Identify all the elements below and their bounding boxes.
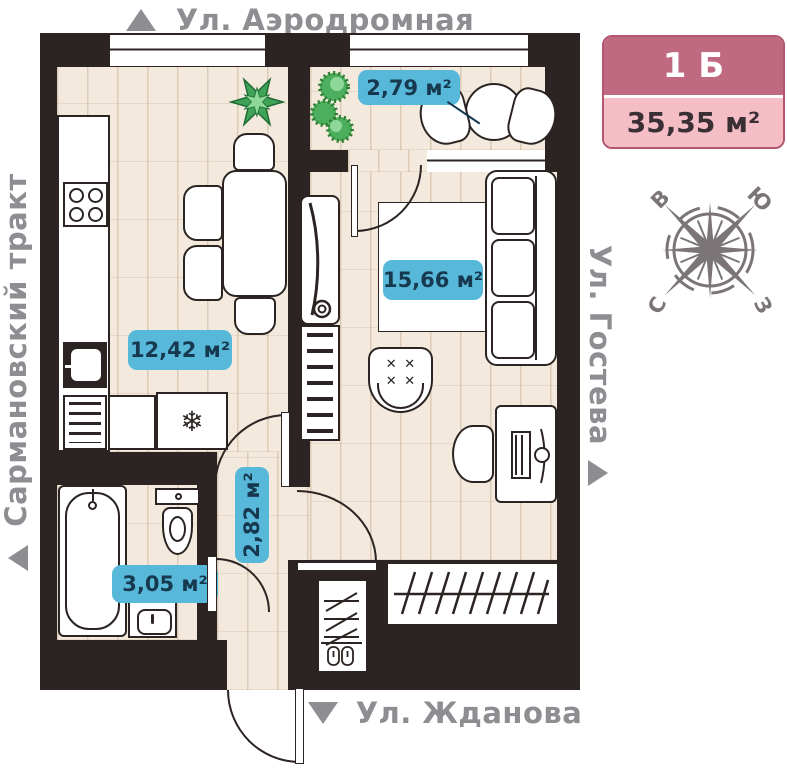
wardrobe xyxy=(300,195,340,325)
compass-west-label: З xyxy=(749,293,775,318)
bathtub xyxy=(58,485,127,637)
bathroom-sink xyxy=(128,600,177,638)
compass-south-label: Ю xyxy=(743,182,775,216)
unit-badge: 1 Б 35,35 м² xyxy=(602,35,785,149)
living-balcony-window xyxy=(427,150,545,172)
sofa xyxy=(485,170,557,366)
street-right-label: Ул. Гостева xyxy=(583,244,617,446)
bathroom-door-leaf xyxy=(207,556,217,612)
arrow-left-icon xyxy=(8,545,28,571)
toilet-bowl xyxy=(162,507,193,555)
dining-chair xyxy=(234,297,276,335)
arrow-up-icon xyxy=(125,9,156,31)
washing-machine xyxy=(63,395,107,450)
shoe-cabinet xyxy=(318,580,367,672)
entrance-door-arc xyxy=(227,690,300,763)
street-top-label: Ул. Аэродромная xyxy=(175,3,475,37)
floorplan: ❄ 2,79 м² xyxy=(40,33,580,764)
unit-total-area: 35,35 м² xyxy=(604,98,783,147)
balcony-area-label: 2,79 м² xyxy=(358,70,460,105)
living-area-label: 15,66 м² xyxy=(383,260,483,300)
street-left-label: Сармановский тракт xyxy=(0,173,33,527)
dresser xyxy=(300,325,340,441)
monitor xyxy=(511,431,531,479)
street-bottom-label: Ул. Жданова xyxy=(355,696,583,730)
wall-segment xyxy=(298,640,310,690)
street-bottom: Ул. Жданова xyxy=(295,692,595,734)
plant-icon xyxy=(310,71,354,143)
desk-chair xyxy=(452,425,494,483)
balcony-door-leaf xyxy=(351,165,358,237)
armchair-stitching: ✕✕ ✕✕ xyxy=(385,357,416,389)
kitchen-door-leaf xyxy=(281,412,290,487)
compass-rose: В Ю С З xyxy=(645,182,775,318)
wall-segment xyxy=(288,452,310,487)
fridge: ❄ xyxy=(156,392,228,450)
kitchen-counter-bottom xyxy=(108,395,156,450)
street-top: Ул. Аэродромная xyxy=(100,0,500,40)
dining-chair xyxy=(183,245,223,301)
bathroom-area-label: 3,05 м² xyxy=(112,565,218,603)
toilet xyxy=(155,488,200,505)
closet-hangers xyxy=(387,563,558,625)
armchair: ✕✕ ✕✕ xyxy=(368,347,433,413)
unit-type: 1 Б xyxy=(604,37,783,98)
balcony-window xyxy=(350,35,528,66)
arrow-right-icon xyxy=(588,460,608,486)
arrow-down-icon xyxy=(307,702,338,724)
wall-segment xyxy=(217,640,227,690)
stove xyxy=(63,182,108,227)
compass-north-label: С xyxy=(645,293,671,318)
dining-table xyxy=(222,170,287,297)
desk xyxy=(495,405,557,503)
dining-chair xyxy=(233,133,275,171)
plant-icon xyxy=(228,77,286,127)
compass-east-label: В xyxy=(646,185,674,213)
living-door-leaf xyxy=(297,562,377,571)
entrance-door-leaf xyxy=(295,688,304,764)
kitchen-window xyxy=(110,35,265,66)
kitchen-sink xyxy=(63,342,107,388)
snowflake-icon: ❄ xyxy=(180,404,204,438)
kitchen-area-label: 12,42 м² xyxy=(128,330,232,370)
dining-chair xyxy=(183,185,223,241)
